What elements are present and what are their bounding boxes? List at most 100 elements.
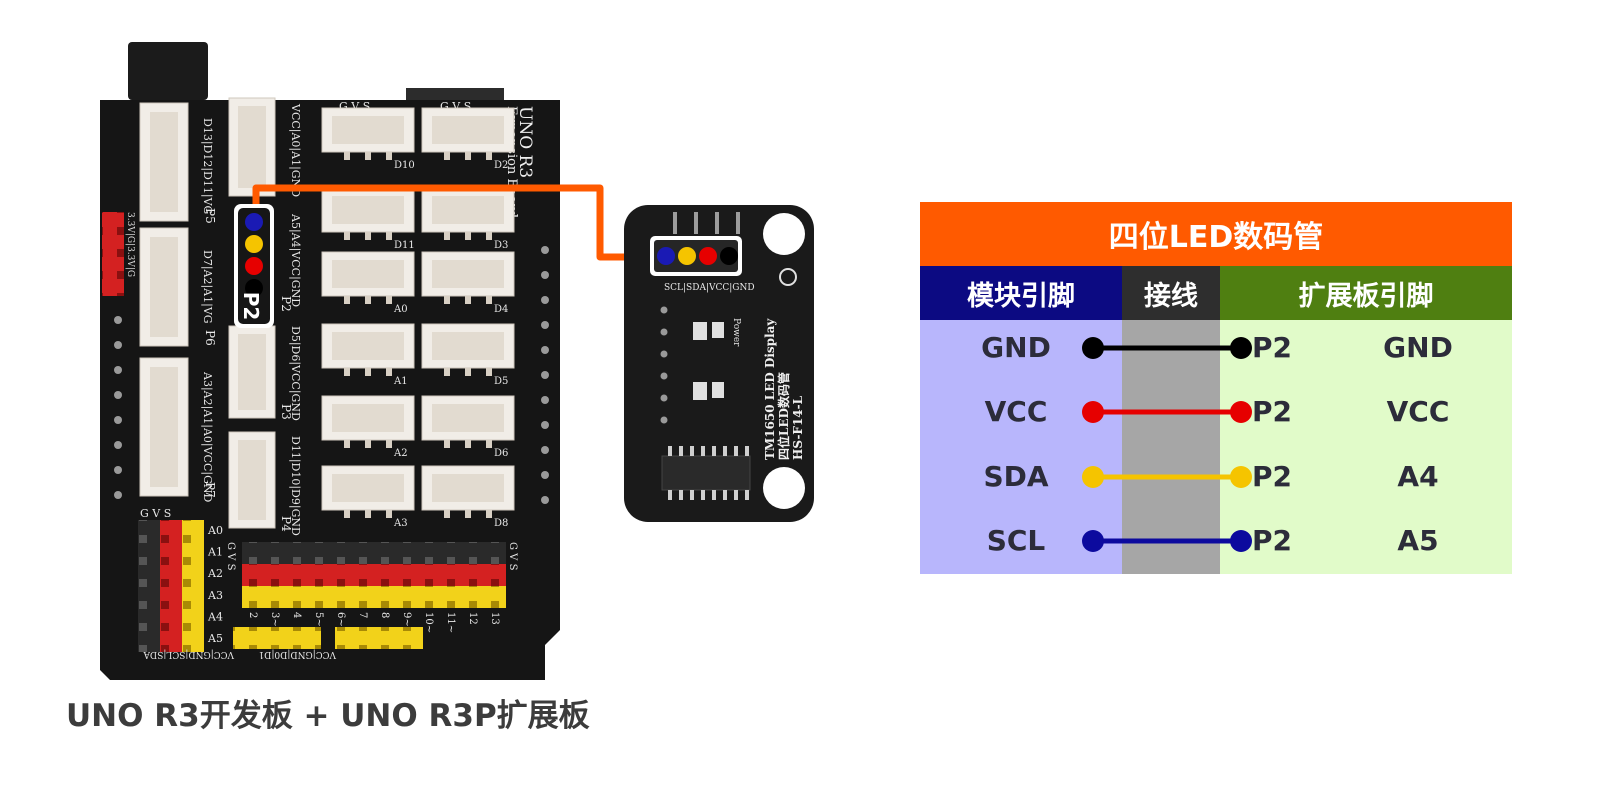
mount-hole-bottom (763, 467, 805, 509)
pin-number-label: 9~ (401, 612, 412, 627)
pin-number-label: 5~ (313, 612, 324, 627)
module-name-line3: HS-F14-L (791, 395, 805, 460)
label-p2-pins: A5|A4|VCC|GND (288, 213, 302, 307)
module-wire-dot (699, 247, 717, 265)
port-row-3: P2 (1251, 460, 1292, 493)
digital-connector: A3 (321, 465, 415, 529)
wire-end-left (1082, 401, 1104, 423)
digital-port-label: D2 (494, 160, 508, 171)
port-label-p7: P7 (203, 482, 217, 498)
uart-header (335, 627, 423, 649)
digital-port-label: A1 (393, 376, 408, 387)
digital-port-label: A3 (393, 518, 408, 529)
wiring-table: 四位LED数码管 模块引脚 接线 扩展板引脚 GND VCC SDA SCL P… (920, 202, 1512, 574)
module-wire-dot (678, 247, 696, 265)
analog-black-pins (138, 520, 160, 652)
analog-yellow-pins (182, 520, 204, 652)
module-header-label: SCL|SDA|VCC|GND (664, 283, 755, 293)
wire-end-left (1082, 337, 1104, 359)
pin-number-label: 11~ (445, 612, 456, 633)
port-row-1: P2 (1251, 331, 1292, 364)
pin-number-label: 12 (467, 612, 478, 625)
p2-wire-dot (245, 235, 263, 253)
digital-connector: A1 (321, 323, 415, 387)
analog-gvs-label: G V S (140, 507, 171, 520)
analog-row-label: A1 (207, 546, 223, 559)
board-caption: UNO R3开发板 + UNO R3P扩展板 (66, 698, 590, 734)
ext-pin-a5: A5 (1397, 524, 1439, 557)
pin-number-label: 3~ (269, 612, 280, 627)
header-module-pin: 模块引脚 (920, 266, 1122, 320)
analog-row-label: A2 (207, 567, 223, 580)
mount-hole-top (763, 213, 805, 255)
label-p5-pins: D13|D12|D11|VG (200, 118, 214, 214)
port-label-p3: P3 (279, 404, 293, 420)
digital-connector: D11 (321, 187, 415, 251)
label-p7-pins: A3|A2|A1|A0|VCC|GND (200, 371, 214, 502)
label-p3-pins: D5|D6|VCC|GND (288, 326, 302, 421)
digital-port-label: A2 (393, 448, 408, 459)
connector-p3 (228, 325, 276, 419)
row-gvs-label: G V S (225, 542, 236, 571)
pin-number-label: 7 (357, 612, 368, 618)
label-p4-pins: D11|D10|D9|GND (288, 436, 302, 536)
port-label-p4: P4 (279, 516, 293, 532)
wire-end-left (1082, 466, 1104, 488)
module-power-label: Power (731, 318, 741, 347)
module-name-line2: 四位LED数码管 (776, 372, 791, 460)
wire-end-right (1230, 337, 1252, 359)
module-pin-sda: SDA (983, 460, 1049, 493)
header-ext-pin: 扩展板引脚 (1220, 266, 1512, 320)
digital-yellow-pins (242, 586, 506, 608)
wire-end-right (1230, 401, 1252, 423)
ext-pin-a4: A4 (1397, 460, 1439, 493)
tm1650-module: SCL|SDA|VCC|GND Power TM1650 LED Display… (624, 205, 814, 522)
digital-connector: D10 (321, 107, 415, 171)
wire-end-left (1082, 530, 1104, 552)
digital-port-label: D11 (394, 240, 415, 251)
row-gvs-label-right: G V S (507, 542, 518, 571)
i2c-header (233, 627, 321, 649)
digital-port-label: D5 (494, 376, 508, 387)
table-title: 四位LED数码管 (920, 202, 1512, 266)
port-row-2: P2 (1251, 395, 1292, 428)
pin-number-label: 13 (489, 612, 500, 625)
module-name-line1: TM1650 LED Display (763, 318, 777, 460)
digital-connector: A2 (321, 395, 415, 459)
connector-p4 (228, 431, 276, 529)
tm1650-chip (661, 455, 751, 491)
analog-red-pins (160, 520, 182, 652)
pin-number-label: 6~ (335, 612, 346, 627)
digital-port-label: A0 (393, 304, 408, 315)
wire-lines (1082, 337, 1252, 552)
connector-p6 (139, 227, 189, 347)
wire-end-right (1230, 466, 1252, 488)
digital-connector: D2 (421, 107, 515, 171)
digital-red-pins (242, 564, 506, 586)
digital-connector: D5 (421, 323, 515, 387)
module-wire-dot (657, 247, 675, 265)
module-pin-scl: SCL (986, 524, 1046, 557)
digital-port-label: D8 (494, 518, 508, 529)
port-label-p2: P2 (279, 296, 293, 312)
i2c-header-label: VCC|GND|SCL|SDA (143, 649, 235, 659)
orange-cable (252, 184, 650, 261)
connector-p5 (139, 102, 189, 222)
power-jack (128, 42, 208, 100)
p2-wire-dot (245, 279, 263, 297)
connector-p2-socket (228, 97, 276, 197)
side-header-33v (102, 212, 124, 296)
digital-port-label: D6 (494, 448, 508, 459)
label-p6-pins: D7|A2|A1|VG (200, 250, 214, 324)
port-label-p6: P6 (203, 330, 217, 346)
p2-wire-dot (245, 213, 263, 231)
module-wire-dot (720, 247, 738, 265)
label-top-pins: VCC|A0|A1|GND (288, 103, 302, 197)
ext-pin-gnd: GND (1383, 331, 1453, 364)
p2-connector-label: P2 (239, 292, 263, 321)
uart-header-label: VCC|GND|D0|D1 (258, 649, 337, 659)
digital-black-pins (242, 542, 506, 564)
analog-row-label: A5 (207, 632, 223, 645)
digital-connector: A0 (321, 251, 415, 315)
pin-number-label: 4 (291, 612, 302, 618)
